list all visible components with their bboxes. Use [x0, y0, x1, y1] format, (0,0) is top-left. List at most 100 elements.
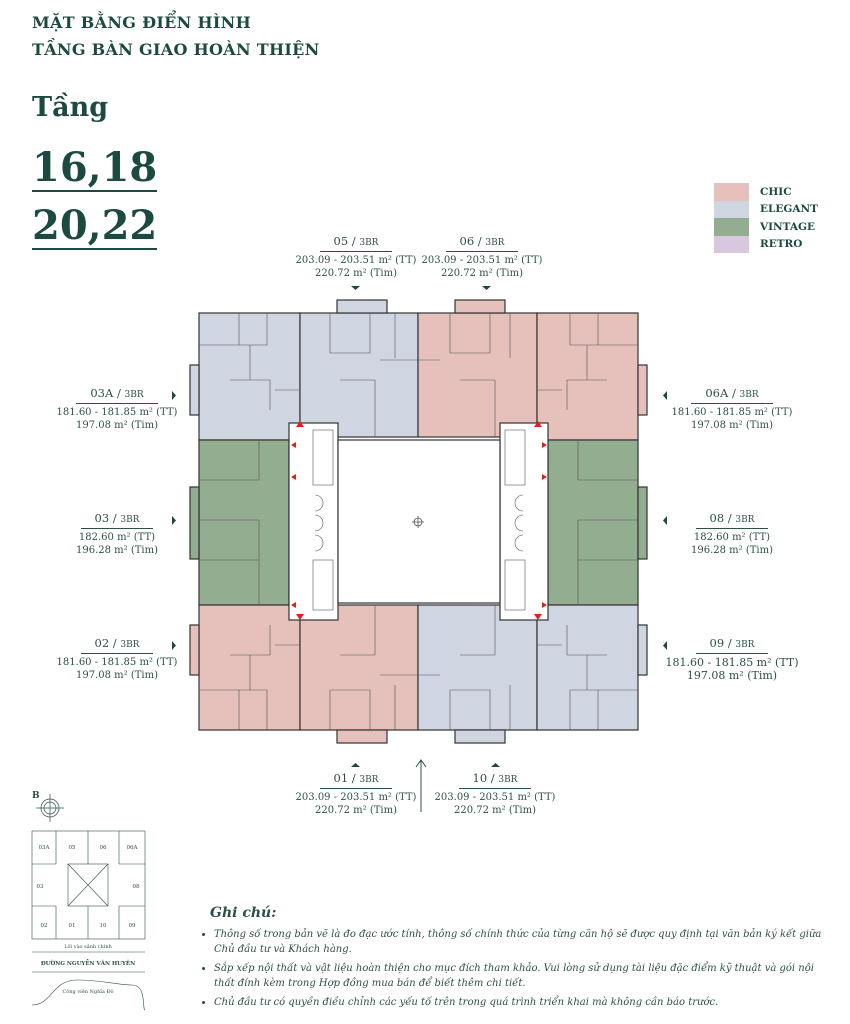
unit-08-area[interactable]: [547, 439, 639, 606]
unit-10-balcony: [454, 729, 506, 744]
unit-06-area[interactable]: [417, 312, 538, 438]
legend-item-retro: RETRO: [714, 235, 818, 253]
unit-09-balcony: [637, 624, 648, 676]
unit-area-tim: 220.72 m² (Tim): [315, 268, 397, 279]
note-item: Thông số trong bản vẽ là đo đạc ước tính…: [214, 927, 830, 957]
unit-area-tim: 220.72 m² (Tim): [441, 268, 523, 279]
unit-pointer-icons: [172, 286, 667, 767]
unit-area-tt: 203.09 - 203.51 m² (TT): [434, 792, 556, 803]
unit-code: 03: [94, 511, 110, 525]
unit-code: 10: [472, 771, 488, 785]
unit-05-balcony: [336, 299, 388, 314]
unit-02-area[interactable]: [198, 604, 301, 731]
west-corridor: [288, 422, 339, 621]
unit-area-tt: 181.60 - 181.85 m² (TT): [671, 407, 793, 418]
unit-type: 3BR: [124, 390, 144, 400]
unit-code: 05: [333, 234, 349, 248]
note-item: Sắp xếp nội thất và vật liệu hoàn thiện …: [214, 961, 830, 991]
legend-label: VINTAGE: [760, 220, 816, 233]
title-line-2: TẦNG BÀN GIAO HOÀN THIỆN: [32, 40, 320, 59]
interior-walls: [199, 313, 638, 730]
minimap-cell: 10: [100, 923, 107, 929]
unit-area-tt: 203.09 - 203.51 m² (TT): [295, 255, 417, 266]
unit-06-balcony: [454, 299, 506, 314]
unit-01-area[interactable]: [299, 604, 419, 731]
unit-type: 3BR: [485, 238, 505, 248]
key-plan-minimap: B 03A 05 06 06A 03 08 02 01 10 09 Lối và…: [31, 791, 146, 1011]
unit-area-tt: 181.60 - 181.85 m² (TT): [56, 657, 178, 668]
unit-code: 06: [459, 234, 475, 248]
unit-03-area[interactable]: [198, 439, 290, 606]
exit-arrow-icons: [291, 421, 547, 620]
unit-type: 3BR: [359, 775, 379, 785]
notes-section: Ghi chú: Thông số trong bản vẽ là đo đạc…: [200, 905, 830, 1014]
unit-03a-balcony: [189, 364, 200, 416]
unit-area-tim: 197.08 m² (Tim): [691, 420, 773, 431]
unit-code: 02: [94, 636, 110, 650]
north-label: B: [32, 791, 40, 801]
minimap-cell: 09: [129, 923, 136, 929]
entrance-label: Lối vào sảnh chính: [64, 943, 112, 950]
unit-code: 03A: [90, 386, 114, 400]
notes-title: Ghi chú:: [210, 905, 277, 921]
unit-02-balcony: [189, 624, 200, 676]
unit-09-area[interactable]: [536, 604, 639, 731]
chic-swatch: [714, 183, 749, 201]
minimap-cell: 05: [69, 845, 76, 851]
unit-area-tim: 196.28 m² (Tim): [76, 545, 158, 556]
unit-type: 3BR: [735, 515, 755, 525]
unit-01-balcony: [336, 729, 388, 744]
minimap-cell: 06A: [127, 845, 139, 851]
minimap-cell: 03A: [39, 845, 51, 851]
unit-10-area[interactable]: [417, 604, 538, 731]
note-item: Chủ đầu tư có quyền điều chỉnh các yếu t…: [214, 995, 830, 1010]
unit-type: 3BR: [498, 775, 518, 785]
unit-08-balcony: [637, 486, 648, 560]
unit-type: 3BR: [120, 640, 140, 650]
unit-area-tt: 203.09 - 203.51 m² (TT): [295, 792, 417, 803]
unit-area-tt: 182.60 m² (TT): [78, 532, 156, 543]
unit-06a-area[interactable]: [536, 312, 639, 441]
unit-code: 01: [333, 771, 349, 785]
unit-05-area[interactable]: [299, 312, 419, 438]
minimap-cell: 02: [41, 923, 48, 929]
unit-area-tt: 181.60 - 181.85 m² (TT): [665, 656, 799, 669]
unit-area-tim: 220.72 m² (Tim): [454, 805, 536, 816]
style-legend: CHIC ELEGANT VINTAGE RETRO: [714, 183, 818, 253]
floor-numbers-2: 20,22: [32, 202, 158, 250]
unit-area-tim: 220.72 m² (Tim): [315, 805, 397, 816]
central-void: [337, 439, 501, 604]
minimap-cell: 06: [100, 845, 107, 851]
unit-area-tt: 203.09 - 203.51 m² (TT): [421, 255, 543, 266]
unit-area-tim: 196.28 m² (Tim): [691, 545, 773, 556]
unit-area-tim: 197.08 m² (Tim): [76, 420, 158, 431]
vintage-swatch: [714, 218, 749, 236]
legend-item-elegant: ELEGANT: [714, 200, 818, 218]
street-label: ĐƯỜNG NGUYỄN VĂN HUYÊN: [41, 959, 135, 967]
floor-numbers-1: 16,18: [32, 144, 158, 192]
unit-type: 3BR: [735, 640, 755, 650]
legend-label: RETRO: [760, 238, 803, 251]
legend-item-vintage: VINTAGE: [714, 218, 818, 236]
unit-type: 3BR: [359, 238, 379, 248]
unit-06a-balcony: [637, 364, 648, 416]
retro-swatch: [714, 235, 749, 253]
compass-icon: [36, 794, 64, 822]
unit-code: 08: [709, 511, 725, 525]
elegant-swatch: [714, 200, 749, 218]
unit-code: 09: [709, 636, 725, 650]
minimap-cell: 03: [37, 884, 44, 890]
unit-type: 3BR: [120, 515, 140, 525]
unit-area-tim: 197.08 m² (Tim): [76, 670, 158, 681]
unit-03a-area[interactable]: [198, 312, 301, 441]
park-label: Công viên Nghĩa Đô: [62, 988, 113, 995]
